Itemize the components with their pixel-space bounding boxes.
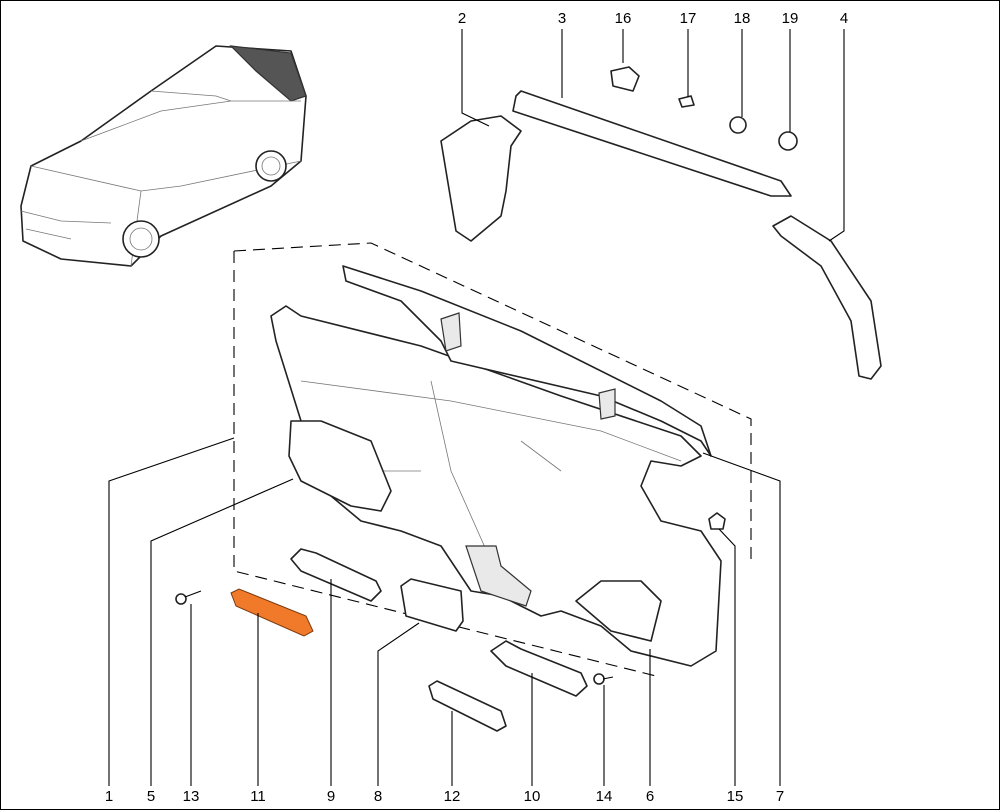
- part-4-pillar-trim: [772, 215, 882, 380]
- part-18-fastener: [729, 116, 747, 134]
- callout-6: 6: [646, 788, 654, 805]
- callout-2: 2: [458, 10, 466, 27]
- callout-14: 14: [596, 788, 613, 805]
- callout-1: 1: [105, 788, 113, 805]
- part-16-clip: [610, 66, 640, 92]
- callout-15: 15: [727, 788, 744, 805]
- callout-10: 10: [524, 788, 541, 805]
- part-12-strip: [428, 680, 507, 732]
- callout-17: 17: [680, 10, 697, 27]
- part-11-highlighted-strip: [230, 588, 314, 637]
- part-19-cap: [778, 131, 798, 151]
- assembly-boundary: [233, 242, 752, 677]
- callout-4: 4: [840, 10, 848, 27]
- part-1-trim-panel: [270, 305, 722, 667]
- part-5-cover: [288, 420, 392, 512]
- callout-18: 18: [734, 10, 751, 27]
- callout-16: 16: [615, 10, 632, 27]
- car-thumbnail: [20, 45, 307, 267]
- callout-13: 13: [183, 788, 200, 805]
- callout-8: 8: [374, 788, 382, 805]
- part-13-screw: [175, 590, 202, 605]
- part-14-screw: [593, 673, 614, 685]
- part-9-handle: [290, 548, 382, 602]
- callout-11: 11: [250, 788, 266, 805]
- part-10-handle: [490, 640, 588, 697]
- callout-5: 5: [147, 788, 155, 805]
- callout-7: 7: [776, 788, 784, 805]
- callout-19: 19: [782, 10, 799, 27]
- callout-9: 9: [327, 788, 335, 805]
- part-7-upper-panel: [342, 265, 712, 457]
- part-2-pillar-trim: [440, 115, 522, 242]
- part-8-lid: [400, 578, 464, 632]
- part-17-screw: [678, 95, 695, 108]
- part-3-roof-trim: [512, 90, 792, 197]
- part-6-cover: [575, 580, 662, 642]
- callout-12: 12: [444, 788, 461, 805]
- part-15-clip: [708, 512, 726, 530]
- callout-3: 3: [558, 10, 566, 27]
